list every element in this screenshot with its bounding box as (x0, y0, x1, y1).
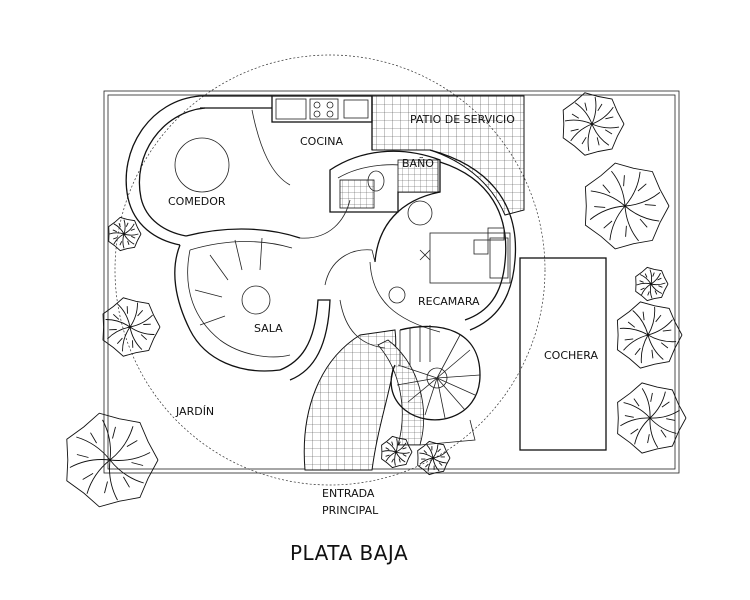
comedor-walls (125, 95, 272, 246)
site-dashed-circle (114, 54, 546, 486)
tree-icon (381, 435, 413, 469)
label-bano: BAÑO (402, 157, 434, 170)
door-swings (299, 199, 386, 349)
entrance-path (303, 329, 425, 471)
label-principal: PRINCIPAL (322, 504, 379, 517)
label-cochera: COCHERA (544, 349, 598, 362)
property-boundary (103, 90, 680, 474)
tree-icon (616, 301, 683, 369)
bano-walls (329, 150, 441, 213)
tree-icon (584, 162, 670, 250)
tree-icon (635, 266, 669, 302)
tree-icon (66, 412, 159, 508)
tree-icon (417, 440, 451, 476)
cochera-outline (519, 257, 607, 451)
recamara-walls (369, 149, 517, 333)
bed (429, 232, 511, 284)
label-comedor: COMEDOR (168, 195, 226, 208)
label-recamara: RECAMARA (418, 295, 480, 308)
tree-icon (617, 382, 687, 454)
kitchen-counter (251, 95, 373, 186)
label-entrada: ENTRADA (322, 487, 375, 500)
sala-table (241, 285, 271, 315)
label-sala: SALA (254, 322, 283, 335)
label-patio-de-servicio: PATIO DE SERVICIO (410, 113, 515, 126)
trees (66, 92, 687, 508)
sala-walls (174, 228, 331, 381)
dining-table (174, 137, 230, 193)
tree-icon (108, 216, 142, 252)
tree-icon (562, 92, 625, 156)
tree-icon (102, 297, 161, 357)
label-jardin: JARDÍN (175, 405, 214, 418)
label-cocina: COCINA (300, 135, 343, 148)
drawing-title: PLATA BAJA (290, 541, 408, 565)
